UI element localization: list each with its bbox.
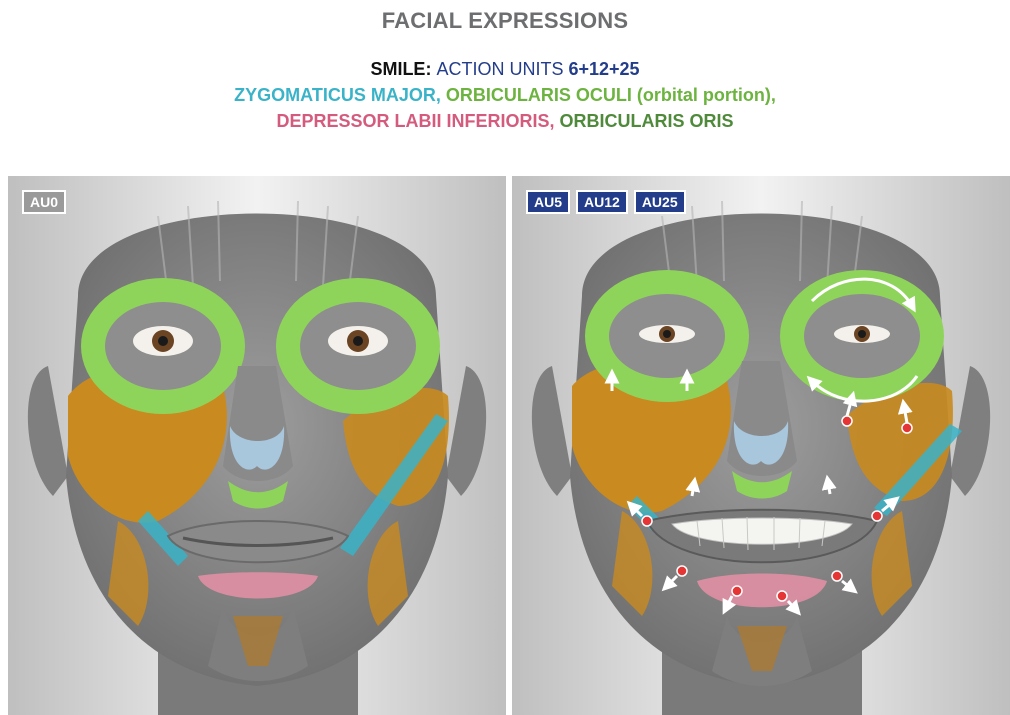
smile-heading-line: SMILE: ACTION UNITS 6+12+25 [0,58,1010,80]
smile-label: SMILE: [370,59,431,79]
muscle-list-line-1: ZYGOMATICUS MAJOR, ORBICULARIS OCULI (or… [0,84,1010,106]
au-badge-au25: AU25 [634,190,686,214]
right-badges: AU5 AU12 AU25 [526,190,686,214]
au-badge-au12: AU12 [576,190,628,214]
smile-face-panel: AU5 AU12 AU25 [512,176,1010,715]
neutral-face-panel: AU0 [8,176,506,715]
au-badge-au0: AU0 [22,190,66,214]
au-badge-au5: AU5 [526,190,570,214]
action-units-label: ACTION UNITS [436,59,563,79]
neutral-face-illustration [8,176,506,715]
muscle-orbicularis-oris: ORBICULARIS ORIS [560,111,734,131]
muscle-list-line-2: DEPRESSOR LABII INFERIORIS, ORBICULARIS … [0,110,1010,132]
page-title: FACIAL EXPRESSIONS [0,8,1010,34]
muscle-zygomaticus-major: ZYGOMATICUS MAJOR, [234,85,441,105]
left-badges: AU0 [22,190,66,214]
smile-face-illustration [512,176,1010,715]
action-units-value: 6+12+25 [568,59,639,79]
muscle-depressor-labii: DEPRESSOR LABII INFERIORIS, [276,111,554,131]
muscle-orbicularis-oculi: ORBICULARIS OCULI (orbital portion), [446,85,776,105]
